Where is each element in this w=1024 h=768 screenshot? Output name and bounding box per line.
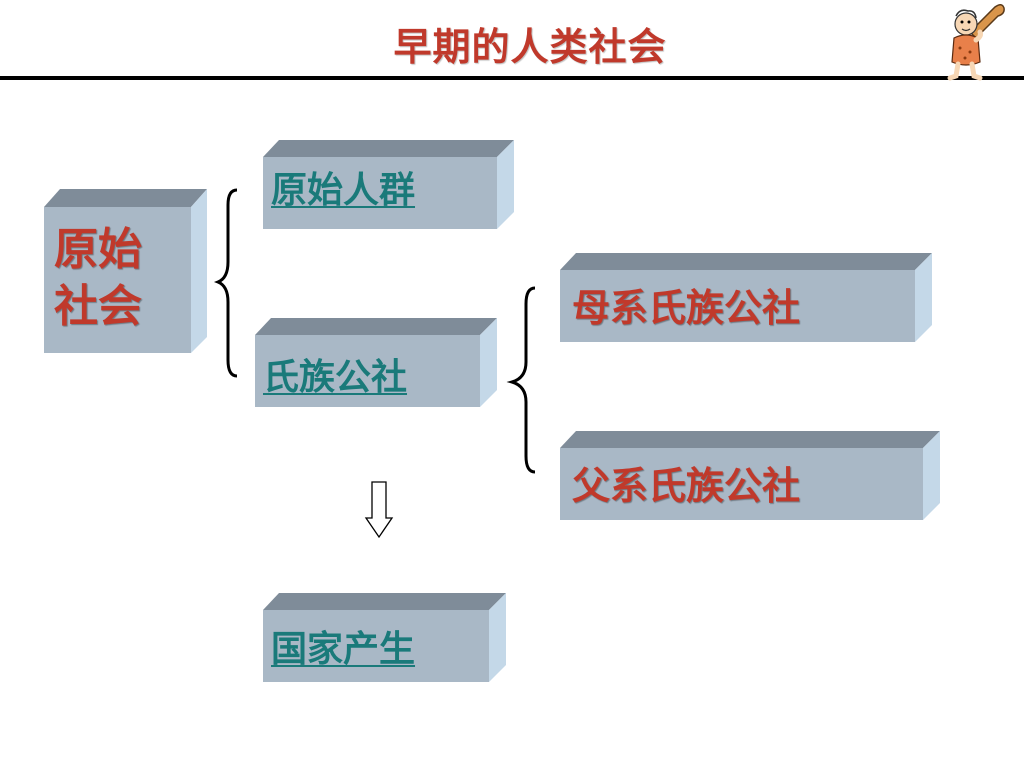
box-primitive-group (263, 140, 514, 229)
slide-title: 早期的人类社会 (393, 25, 667, 69)
matrilineal-label: 母系氏族公社 (572, 286, 801, 330)
caveman-with-club-icon (947, 4, 1005, 81)
box-matrilineal (560, 253, 932, 342)
link-clan-commune[interactable]: 氏族公社 (263, 357, 408, 398)
box-root (44, 189, 207, 353)
title-divider (0, 76, 1024, 80)
box-state-emerges (263, 593, 506, 682)
box-patrilineal (560, 431, 940, 520)
down-arrow-icon (364, 481, 394, 539)
root-node-label: 原始社会 (54, 224, 142, 333)
box-clan-commune (255, 318, 497, 407)
brace-right (506, 286, 536, 474)
brace-left (213, 188, 238, 378)
link-primitive-group[interactable]: 原始人群 (271, 170, 416, 211)
link-state-emerges[interactable]: 国家产生 (271, 629, 416, 670)
patrilineal-label: 父系氏族公社 (572, 464, 801, 508)
